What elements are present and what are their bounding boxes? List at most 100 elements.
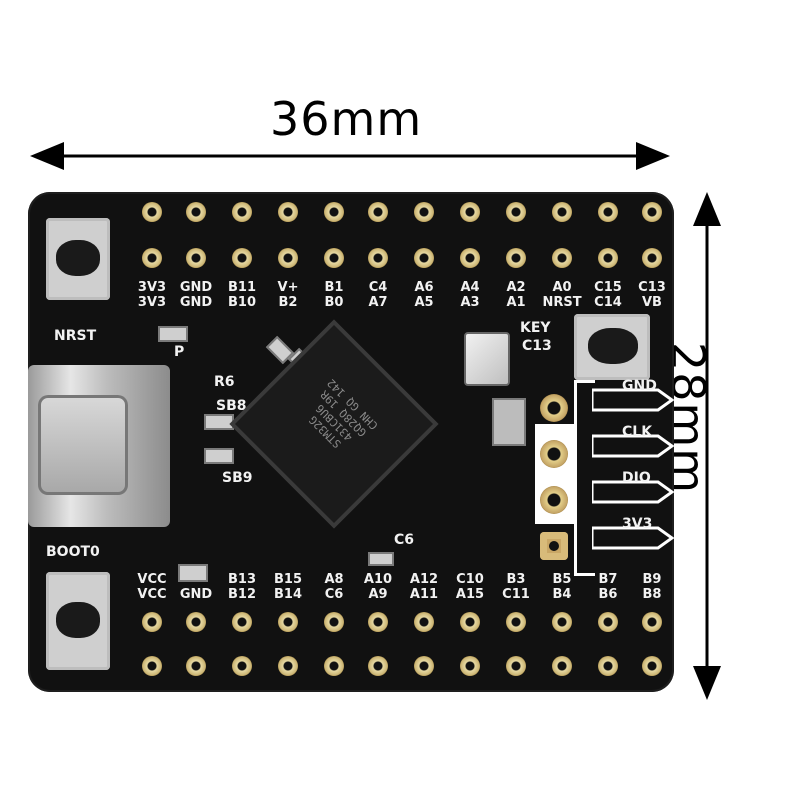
swd-label-gnd: GND bbox=[622, 378, 657, 394]
pin-label: B10 bbox=[228, 295, 256, 310]
header-pad bbox=[278, 656, 298, 676]
header-pad bbox=[186, 202, 206, 222]
nrst-button-cap bbox=[56, 240, 100, 276]
swd-label-3v3: 3V3 bbox=[622, 516, 653, 532]
header-pad bbox=[414, 248, 434, 268]
pin-label: C14 bbox=[594, 295, 622, 310]
header-pad bbox=[186, 248, 206, 268]
height-arrow-top-head bbox=[693, 192, 721, 226]
swd-pad bbox=[540, 440, 568, 468]
header-pad bbox=[552, 656, 572, 676]
header-pad bbox=[642, 612, 662, 632]
header-pad bbox=[324, 612, 344, 632]
pin-label: C10 bbox=[456, 572, 484, 587]
boot0-button-cap bbox=[56, 602, 100, 638]
sb8-jumper bbox=[204, 414, 234, 430]
passive-component bbox=[178, 564, 208, 582]
pin-label: A3 bbox=[460, 295, 480, 310]
boot0-label: BOOT0 bbox=[46, 544, 100, 560]
pin-label: VCC bbox=[137, 572, 167, 587]
header-pad bbox=[324, 202, 344, 222]
header-pad bbox=[552, 202, 572, 222]
header-pad bbox=[506, 202, 526, 222]
swd-pad bbox=[540, 486, 568, 514]
header-pad bbox=[368, 248, 388, 268]
header-pad bbox=[186, 656, 206, 676]
header-pad bbox=[642, 202, 662, 222]
header-pad bbox=[142, 612, 162, 632]
pin-label: 3V3 bbox=[137, 280, 167, 295]
c6-label: C6 bbox=[394, 532, 415, 548]
pin-label: B1 bbox=[324, 280, 344, 295]
pin-label: A12 bbox=[409, 572, 439, 587]
pin-label: A0 bbox=[552, 280, 572, 295]
pin-label: A1 bbox=[506, 295, 526, 310]
pin-label: VCC bbox=[137, 587, 167, 602]
header-pad bbox=[414, 612, 434, 632]
header-pad bbox=[368, 202, 388, 222]
pin-label: B12 bbox=[228, 587, 256, 602]
pin-label: V+ bbox=[277, 280, 299, 295]
header-pad bbox=[598, 202, 618, 222]
header-pad bbox=[598, 248, 618, 268]
pin-label: B0 bbox=[324, 295, 344, 310]
pin-label: A5 bbox=[414, 295, 434, 310]
header-pad bbox=[278, 248, 298, 268]
usb-c-connector bbox=[28, 365, 170, 527]
key-label: KEY bbox=[520, 320, 551, 336]
swd-arrow bbox=[592, 434, 674, 458]
header-pad bbox=[506, 248, 526, 268]
pin-label: GND bbox=[179, 295, 213, 310]
header-pad bbox=[142, 202, 162, 222]
small-crystal bbox=[492, 398, 526, 446]
pin-label: A10 bbox=[363, 572, 393, 587]
pin-label: B7 bbox=[598, 572, 618, 587]
swd-square-pad bbox=[540, 532, 568, 560]
height-arrow-bottom-head bbox=[693, 666, 721, 700]
pin-label: B15 bbox=[274, 572, 302, 587]
header-pad bbox=[368, 612, 388, 632]
header-pad bbox=[368, 656, 388, 676]
pin-label: A8 bbox=[324, 572, 344, 587]
pin-label: A11 bbox=[409, 587, 439, 602]
pin-label: C13 bbox=[638, 280, 666, 295]
header-pad bbox=[642, 248, 662, 268]
header-pad bbox=[598, 612, 618, 632]
header-pad bbox=[552, 248, 572, 268]
sb8-label: SB8 bbox=[216, 398, 247, 414]
header-pad bbox=[324, 656, 344, 676]
header-pad bbox=[232, 202, 252, 222]
header-pad bbox=[142, 248, 162, 268]
pin-label: NRST bbox=[542, 295, 582, 310]
pin-label: VB bbox=[642, 295, 662, 310]
width-dimension-label: 36mm bbox=[270, 92, 423, 146]
pin-label: A6 bbox=[414, 280, 434, 295]
pin-label: B9 bbox=[642, 572, 662, 587]
key-pin-label: C13 bbox=[522, 338, 552, 354]
power-led bbox=[158, 326, 188, 342]
pin-label: C15 bbox=[594, 280, 622, 295]
pin-label: C6 bbox=[324, 587, 344, 602]
swd-label-arrows bbox=[592, 388, 674, 550]
header-pad bbox=[460, 248, 480, 268]
pin-label: A7 bbox=[368, 295, 388, 310]
pin-label: GND bbox=[179, 587, 213, 602]
header-pad bbox=[460, 656, 480, 676]
header-pad bbox=[552, 612, 572, 632]
swd-arrow bbox=[592, 480, 674, 504]
header-pad bbox=[414, 202, 434, 222]
header-pad bbox=[324, 248, 344, 268]
header-pad bbox=[598, 656, 618, 676]
width-arrow-right-head bbox=[636, 142, 670, 170]
pin-label: 3V3 bbox=[137, 295, 167, 310]
pin-label: A15 bbox=[455, 587, 485, 602]
pin-label: GND bbox=[179, 280, 213, 295]
header-pad bbox=[142, 656, 162, 676]
pin-label: B14 bbox=[274, 587, 302, 602]
key-button-cap bbox=[588, 328, 638, 364]
header-pad bbox=[506, 656, 526, 676]
header-pad bbox=[278, 612, 298, 632]
pin-label: B13 bbox=[228, 572, 256, 587]
